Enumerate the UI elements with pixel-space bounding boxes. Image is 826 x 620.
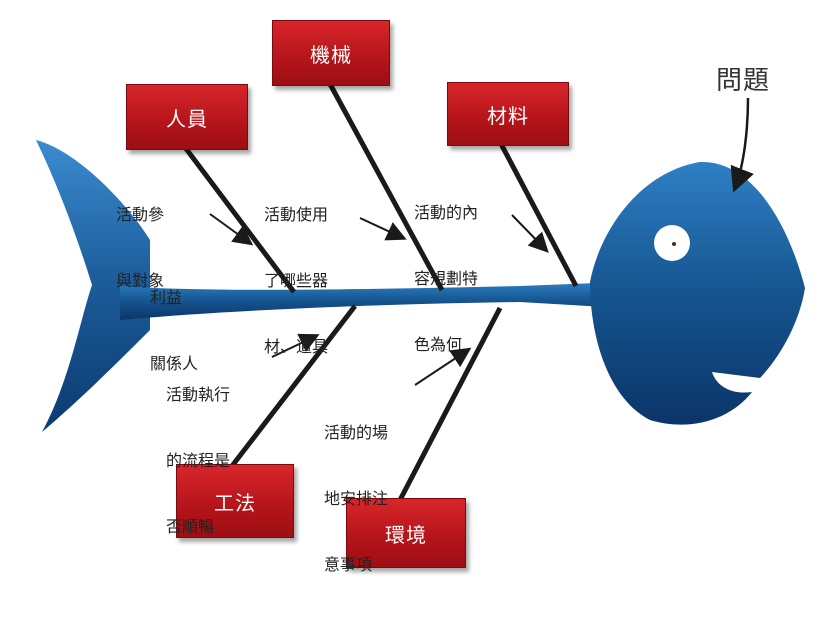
fish-tail xyxy=(36,140,150,432)
note-people-1: 活動參 與對象 xyxy=(116,160,164,336)
note-material: 活動的內 容規劃特 色為何 xyxy=(414,158,478,400)
fishbone-drawing xyxy=(36,82,805,502)
bone-material xyxy=(497,140,579,288)
note-line: 色為何 xyxy=(414,335,463,354)
arrow-machine-note xyxy=(359,217,407,241)
note-line: 了哪些器 xyxy=(264,271,329,290)
note-people-2: 利益 關係人 xyxy=(150,243,198,419)
note-method: 活動執行 的流程是 否順暢 xyxy=(166,340,230,582)
arrow-method-note xyxy=(271,333,320,358)
note-line: 意事項 xyxy=(324,555,373,574)
note-machine: 活動使用 了哪些器 材、道具 xyxy=(264,160,328,402)
arrow-problem xyxy=(730,97,754,193)
note-line: 活動參 xyxy=(116,205,165,224)
arrow-material-note xyxy=(511,214,549,253)
note-line: 否順暢 xyxy=(166,517,215,536)
bone-method xyxy=(230,304,357,468)
category-people: 人員 xyxy=(126,84,248,150)
arrow-environment-note xyxy=(414,347,472,386)
note-line: 活動執行 xyxy=(166,385,231,404)
bone-machine xyxy=(327,82,445,292)
category-machine: 機械 xyxy=(272,20,390,86)
note-line: 利益 xyxy=(150,288,183,307)
note-line: 活動使用 xyxy=(264,205,329,224)
bone-people xyxy=(182,144,296,294)
note-line: 容規劃特 xyxy=(414,269,479,288)
fish-head xyxy=(590,161,805,425)
note-line: 與對象 xyxy=(116,271,165,290)
note-line: 的流程是 xyxy=(166,451,231,470)
category-method: 工法 xyxy=(176,464,294,538)
note-environment: 活動的場 地安排注 意事項 xyxy=(324,378,388,620)
category-material: 材料 xyxy=(447,82,569,146)
note-line: 活動的內 xyxy=(414,203,479,222)
arrow-people-note xyxy=(209,213,254,246)
fish-spine xyxy=(120,282,622,320)
category-environment: 環境 xyxy=(346,498,466,568)
note-line: 活動的場 xyxy=(324,423,389,442)
fishbone-diagram: 人員 機械 材料 工法 環境 活動參 與對象 利益 關係人 活動使用 了哪些器 … xyxy=(36,20,805,582)
note-line: 關係人 xyxy=(150,354,199,373)
note-line: 地安排注 xyxy=(324,489,389,508)
fish-eye xyxy=(654,225,690,261)
note-line: 材、道具 xyxy=(264,337,329,356)
bone-environment xyxy=(397,306,503,502)
fish-pupil xyxy=(672,242,676,246)
problem-label: 問題 xyxy=(716,66,771,96)
